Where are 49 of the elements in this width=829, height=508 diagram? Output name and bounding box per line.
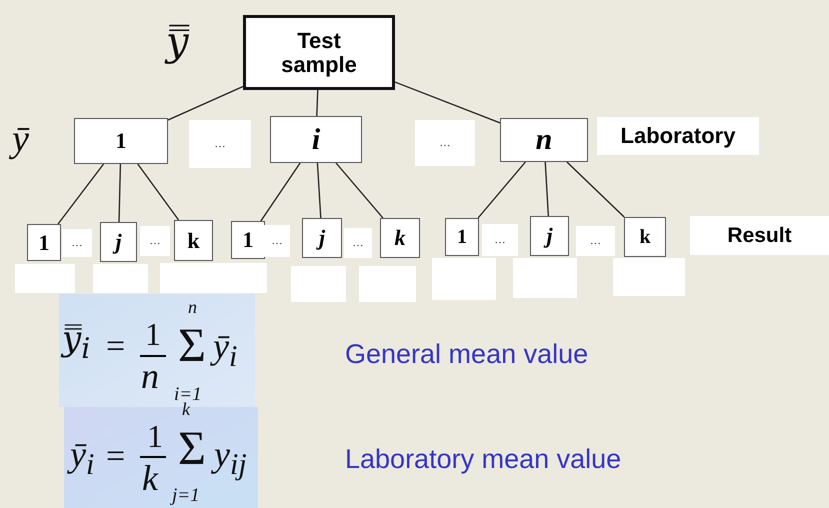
ellipsis-text: … bbox=[140, 226, 170, 256]
ellipsis-text: … bbox=[415, 120, 475, 166]
formula-term: = bbox=[106, 440, 126, 474]
result-box: k bbox=[174, 220, 213, 261]
formula-term: y̿$_{i}$ bbox=[62, 322, 90, 364]
level-label: Result bbox=[690, 216, 829, 255]
ellipsis-text: … bbox=[482, 224, 518, 256]
mean-symbol: y̿ bbox=[166, 22, 189, 62]
level-label: Laboratory bbox=[597, 117, 759, 155]
connector-line bbox=[394, 81, 500, 124]
result-box: j bbox=[100, 222, 137, 262]
connector-line bbox=[316, 90, 318, 116]
connector-line bbox=[566, 162, 625, 218]
laboratory-box: i bbox=[270, 116, 362, 163]
formula-term: 1 bbox=[145, 318, 161, 350]
result-box: j bbox=[302, 218, 342, 258]
result-box: 1 bbox=[445, 218, 479, 256]
formula-term: 1 bbox=[147, 420, 163, 452]
ellipsis-text: … bbox=[62, 229, 92, 257]
result-box: k bbox=[380, 218, 420, 258]
formula-term: n bbox=[141, 358, 159, 394]
result-box: 1 bbox=[231, 221, 265, 259]
formula-term: = bbox=[106, 330, 126, 364]
ellipsis-text: … bbox=[264, 225, 290, 257]
root-box: Test sample bbox=[243, 15, 395, 90]
result-box: k bbox=[624, 217, 666, 257]
ellipsis-text: … bbox=[189, 120, 251, 168]
laboratory-box: 1 bbox=[74, 118, 168, 164]
connector-line bbox=[118, 164, 122, 222]
laboratory-box: n bbox=[500, 118, 588, 162]
connector-line bbox=[316, 162, 322, 218]
formula-term: k bbox=[142, 460, 158, 496]
connector-line bbox=[260, 162, 301, 222]
connector-line bbox=[58, 164, 104, 224]
result-box: j bbox=[530, 216, 569, 256]
ellipsis-text: … bbox=[576, 226, 615, 256]
description-text: Laboratory mean value bbox=[345, 446, 622, 473]
formula-term: Σ bbox=[178, 425, 206, 473]
formula-term: j=1 bbox=[172, 486, 200, 505]
formula-term: n bbox=[188, 298, 197, 316]
connector-line bbox=[137, 164, 180, 220]
connector-line bbox=[168, 86, 244, 121]
connector-line bbox=[544, 162, 549, 216]
connector-line bbox=[336, 162, 384, 218]
formula-term: Σ bbox=[178, 322, 206, 370]
connector-line bbox=[478, 162, 526, 218]
ellipsis-text: … bbox=[344, 228, 372, 258]
description-text: General mean value bbox=[345, 341, 588, 368]
result-box: 1 bbox=[27, 224, 61, 261]
